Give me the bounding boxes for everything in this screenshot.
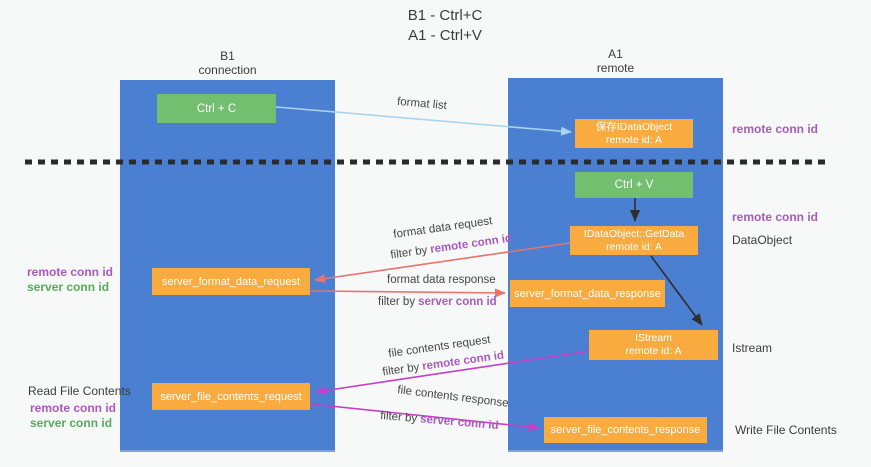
- right-remote-conn-id-top: remote conn id: [732, 122, 819, 136]
- right-write-file-contents-label: Write File Contents: [735, 423, 837, 437]
- node-saved-dataobject-line2: remote id: A: [605, 133, 663, 146]
- right-dataobject-label: DataObject: [732, 233, 793, 247]
- node-server-format-data-request-label: server_format_data_request: [161, 275, 301, 288]
- right-remote-conn-id-mid: remote conn id: [732, 210, 819, 224]
- left-remote-conn-id-bottom: remote conn id: [30, 401, 117, 415]
- format-data-response-arrow: [310, 288, 506, 298]
- node-ctrl-c: Ctrl + C: [157, 94, 276, 123]
- left-server-conn-id-mid: server conn id: [27, 280, 110, 294]
- edge-label-format-data-response: format data response: [387, 274, 496, 286]
- diagram-title: B1 - Ctrl+C A1 - Ctrl+V: [340, 6, 550, 46]
- node-ctrl-c-label: Ctrl + C: [196, 102, 237, 115]
- remote-conn-id-text: remote conn id: [429, 232, 513, 256]
- filter-by-text: filter by: [389, 244, 429, 262]
- node-ctrl-v-label: Ctrl + V: [614, 179, 654, 191]
- node-server-file-contents-response-label: server_file_contents_response: [550, 424, 701, 436]
- left-remote-conn-id-mid: remote conn id: [27, 265, 114, 279]
- node-server-format-data-request: server_format_data_request: [152, 268, 310, 295]
- node-istream-line1: IStream: [635, 332, 672, 344]
- node-saved-dataobject-line1: 保存IDataObject: [595, 120, 673, 133]
- diagram-title-line1: B1 - Ctrl+C: [407, 7, 483, 24]
- node-idataobject-getdata: IDataObject::GetData remote id: A: [570, 226, 698, 255]
- node-server-format-data-response: server_format_data_response: [510, 280, 665, 307]
- node-server-file-contents-response: server_file_contents_response: [544, 417, 707, 443]
- server-conn-id-text: server conn id: [419, 413, 500, 433]
- node-getdata-line1: IDataObject::GetData: [583, 227, 685, 240]
- node-istream: IStream remote id: A: [589, 330, 718, 360]
- edge-label-file-contents-response: file contents response: [396, 384, 510, 410]
- server-conn-id-text: server conn id: [418, 296, 497, 308]
- diagram-title-line2: A1 - Ctrl+V: [408, 27, 482, 44]
- node-server-format-data-response-label: server_format_data_response: [514, 287, 661, 300]
- node-ctrl-v: Ctrl + V: [575, 172, 693, 198]
- right-istream-label: Istream: [732, 341, 773, 355]
- lane-b1-subtitle: connection: [198, 63, 257, 77]
- filter-by-text: filter by: [379, 409, 418, 426]
- lane-a1-name: A1: [608, 47, 623, 61]
- node-istream-line2: remote id: A: [625, 345, 682, 357]
- left-read-file-contents-label: Read File Contents: [28, 384, 131, 398]
- lane-b1-name: B1: [220, 49, 235, 63]
- edge-label-format-list: format list: [396, 95, 448, 113]
- filter-by-text: filter by: [378, 296, 416, 308]
- node-getdata-line2: remote id: A: [605, 240, 663, 253]
- left-server-conn-id-bottom: server conn id: [30, 416, 113, 430]
- lane-header-b1: B1 connection: [120, 49, 335, 77]
- node-server-file-contents-request: server_file_contents_request: [152, 383, 310, 410]
- node-saved-dataobject: 保存IDataObject remote id: A: [575, 119, 693, 148]
- lane-a1-subtitle: remote: [596, 61, 635, 75]
- node-server-file-contents-request-label: server_file_contents_request: [160, 390, 302, 403]
- lane-header-a1: A1 remote: [508, 47, 723, 75]
- filter-by-text: filter by: [381, 361, 421, 379]
